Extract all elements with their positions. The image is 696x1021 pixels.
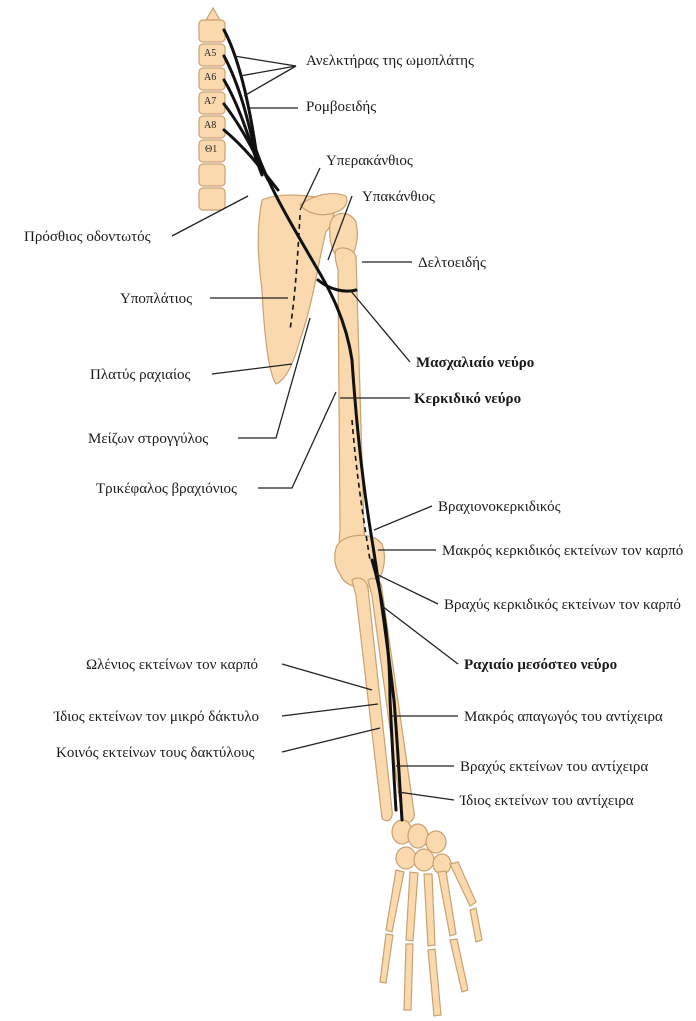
label-teres-major: Μείζων στρογγύλος [88,430,208,448]
label-infraspinatus: Υπακάνθιος [362,188,435,206]
spine-tip [206,8,220,20]
vertebra-label-a8: Α8 [204,120,216,131]
humerus [335,248,364,565]
vertebra-7 [199,164,225,186]
leader-triceps [258,392,336,488]
phalanx-4 [450,939,468,992]
label-supraspinatus: Υπερακάνθιος [326,152,413,170]
phalanx-2 [404,944,413,1010]
label-radial-nerve: Κερκιδικό νεύρο [414,390,521,408]
label-apl: Μακρός απαγωγός του αντίχειρα [464,708,663,726]
label-latissimus: Πλατύς ραχιαίος [90,366,190,384]
carpal-2 [408,824,428,848]
label-axillary-nerve: Μασχαλιαίο νεύρο [416,354,534,372]
vertebra-label-a7: Α7 [204,96,216,107]
label-rhomboid: Ρομβοειδής [306,98,376,116]
vertebra-label-a5: Α5 [204,48,216,59]
scapula [258,195,334,384]
label-ecrl: Μακρός κερκιδικός εκτείνων τον καρπό [442,542,683,560]
label-subscapularis: Υποπλάτιος [120,290,192,308]
carpal-5 [414,849,434,871]
leader-edc [282,728,380,752]
carpal-4 [396,847,416,869]
phalanx-1 [380,934,393,983]
carpal-3 [426,831,446,853]
label-edm: Ίδιος εκτείνων τον μικρό δάκτυλο [54,708,259,726]
label-pin: Ραχιαίο μεσόστεο νεύρο [464,656,617,674]
vertebra-label-a6: Α6 [204,72,216,83]
metacarpal-2 [406,872,418,941]
metacarpal-3 [424,874,435,946]
leader-levator-1 [234,56,296,66]
metacarpal-4 [438,871,456,936]
phalanx-5 [470,908,482,942]
vertebra-8 [199,188,225,210]
label-epl: Ίδιος εκτείνων του αντίχειρα [460,792,634,810]
leader-ecrb [376,574,438,604]
label-triceps: Τρικέφαλος βραχιόνιος [96,480,237,498]
label-deltoid: Δελτοειδής [418,254,486,272]
leader-brachioradialis [374,506,432,530]
label-ecu: Ωλένιος εκτείνων τον καρπό [86,656,258,674]
metacarpal-1 [386,870,404,932]
nerve-root-3 [224,80,262,175]
label-ecrb: Βραχύς κερκιδικός εκτείνων τον καρπό [444,596,681,614]
metacarpal-5 [450,862,476,906]
label-serratus: Πρόσθιος οδοντωτός [24,228,151,246]
label-epb: Βραχύς εκτείνων του αντίχειρα [460,758,648,776]
leader-edm [282,704,378,716]
leader-pin [382,606,458,664]
label-edc: Κοινός εκτείνων τους δακτύλους [56,744,254,762]
label-brachioradialis: Βραχιονοκερκιδικός [438,498,561,516]
vertebra-1 [199,20,225,42]
vertebra-label-t1: Θ1 [205,144,217,155]
leader-ecu [282,664,372,690]
label-levator: Ανελκτήρας της ωμοπλάτης [306,52,474,70]
phalanx-3 [428,949,441,1016]
